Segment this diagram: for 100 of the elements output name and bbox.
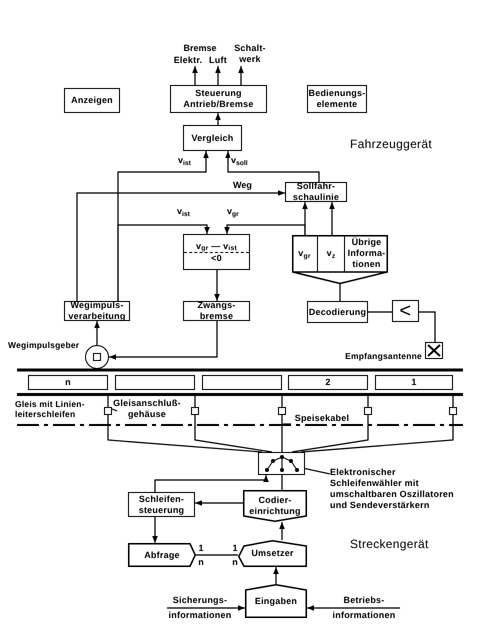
process-box: [183, 234, 250, 270]
connector-line: [368, 311, 392, 313]
connector-line: [281, 475, 283, 490]
connector-line: [107, 396, 109, 407]
box-label: Übrige Informa- tionen: [346, 237, 386, 270]
connector-line: [329, 202, 335, 235]
connector-line: [194, 415, 273, 453]
connector-line: [452, 396, 454, 407]
box-label: Codier- einrichtung: [248, 495, 302, 517]
box-label: Wegimpuls- verarbeitung: [67, 300, 127, 322]
edge-label: v$_{ist}$: [176, 206, 191, 216]
loop-segment: [202, 375, 282, 390]
connector-line: [283, 423, 291, 425]
text-label: Gleis mit Linien- leiterschleifen: [15, 399, 85, 419]
junction-box: [191, 407, 199, 415]
box-label: Vergleich: [191, 132, 234, 144]
connector-line: [367, 396, 369, 407]
connector-line: [117, 224, 210, 301]
box-label: Schalt- werk: [233, 43, 267, 65]
loop-segment: [375, 375, 453, 390]
box-label: Decodierung: [308, 306, 366, 318]
process-box: [183, 301, 250, 321]
edge-label: Weg: [232, 180, 253, 190]
junction-box: [449, 407, 457, 415]
caption-text: Wegimpulsgeber: [8, 340, 80, 350]
connector-line: [194, 396, 196, 407]
connector-line: [238, 66, 244, 85]
junction-box: [104, 407, 112, 415]
box-label: Sollfahr- schaulinie: [292, 181, 340, 203]
box-label: Steuerung Antrieb/Bremse: [182, 88, 255, 110]
track-rail: [17, 393, 463, 396]
process-box: [64, 88, 120, 113]
connector-line: [192, 66, 198, 85]
box-label: 1: [411, 377, 417, 388]
process-box: [285, 182, 347, 202]
connector-line: [339, 284, 341, 301]
box-label: Betriebs- informationen: [332, 594, 396, 622]
connector-line: [273, 567, 279, 584]
box-label: Elektr.: [174, 55, 202, 66]
text-label: Streckengerät: [350, 537, 429, 551]
loop-segment: [288, 375, 368, 390]
connector-line: [281, 396, 283, 407]
connector-line: [419, 311, 436, 342]
process-box: [128, 543, 196, 567]
process-box: [307, 301, 368, 323]
box-label: Sicherungs- informationen: [168, 594, 232, 622]
text-label: 1: [198, 543, 204, 553]
box-label: Abfrage: [144, 550, 180, 560]
box-label: Zwangs- bremse: [196, 300, 237, 322]
process-box: [243, 490, 307, 522]
connector-line: [304, 468, 330, 475]
box-label: Luft: [209, 55, 227, 66]
connector-line: [215, 66, 221, 85]
connector-line: [279, 522, 285, 540]
process-box: [238, 540, 307, 567]
connector-line: [196, 554, 238, 556]
text-label: Bremse: [183, 43, 217, 53]
connector-line: [109, 321, 218, 360]
process-box: [170, 85, 267, 113]
connector-line: [107, 415, 263, 453]
loop-segment: [28, 375, 108, 390]
connector-line: [152, 517, 158, 543]
box-label: Speisekabel: [294, 413, 350, 424]
switch-box: [258, 452, 305, 475]
connector-line: [94, 321, 100, 345]
text-label: 1: [232, 543, 238, 553]
connector-line: [76, 190, 285, 301]
connector-line: [215, 113, 221, 125]
box-label: v$_{gr}$ — v$_{ist}$: [196, 240, 237, 252]
loop-segment: [115, 375, 195, 390]
box-label: 2: [325, 377, 331, 388]
edge-label: v$_{ist}$: [177, 155, 192, 165]
box-label: n: [65, 377, 71, 388]
box-label: <: [399, 301, 412, 321]
connector-line: [225, 151, 320, 182]
box-label: Bedienungs- elemente: [308, 88, 366, 110]
box-label: v$_{gr}$: [298, 248, 311, 259]
connector-line: [195, 500, 243, 506]
box-label: v$_{z}$: [326, 248, 336, 259]
process-box: [245, 584, 307, 618]
connector-line: [154, 475, 269, 492]
junction-box: [278, 407, 286, 415]
connector-line: [214, 270, 220, 301]
connector-line: [281, 415, 283, 452]
box-label: Gleisanschluß- gehäuse: [113, 398, 181, 420]
connector-line: [167, 605, 245, 611]
text-label: Fahrzeuggerät: [350, 137, 432, 151]
caption-text: Empfangsantenne: [345, 351, 422, 361]
box-label: Eingaben: [254, 596, 298, 606]
text-label: n: [198, 557, 204, 567]
edge-label: v$_{gr}$: [226, 206, 240, 216]
info-table: [292, 235, 388, 284]
process-box: [128, 492, 195, 517]
edge-label: v$_{soll}$: [230, 155, 249, 165]
receiver-box: [392, 300, 419, 322]
box-label: Anzeigen: [71, 95, 113, 106]
connector-line: [307, 605, 400, 611]
box-label: Elektronischer Schleifenwähler mit umschaltbaren Oszillatoren und Sendeverstärkern: [330, 467, 455, 511]
connector-line: [291, 415, 369, 453]
process-box: [183, 125, 242, 151]
